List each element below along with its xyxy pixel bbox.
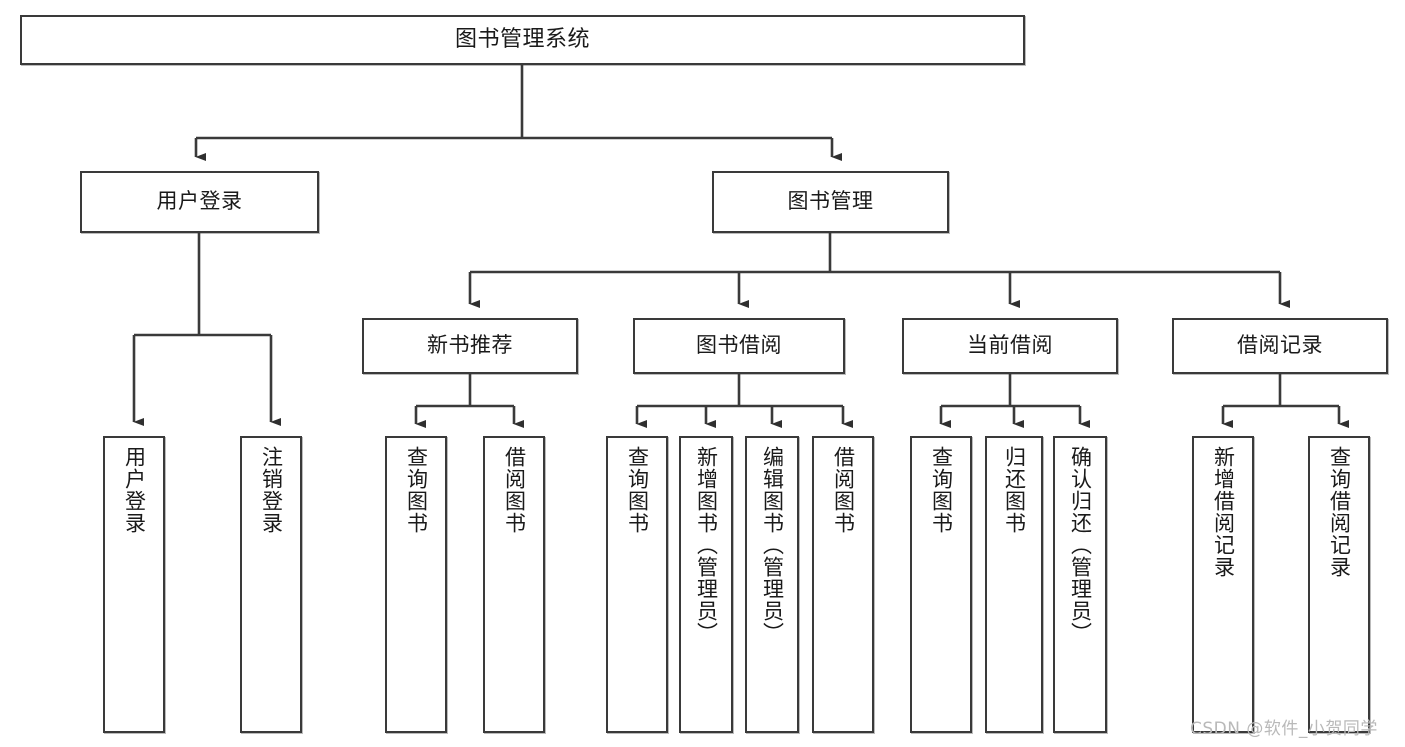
node-label: 确认归还（管理员） [1068,446,1093,644]
node-label: 用户登录 [122,446,147,534]
node-leaf-add-book-admin[interactable]: 新增图书（管理员） [679,436,733,733]
node-book-borrow[interactable]: 图书借阅 [633,318,845,374]
node-leaf-add-borrow-record[interactable]: 新增借阅记录 [1192,436,1254,733]
node-label: 借阅记录 [1237,333,1323,358]
node-label: 当前借阅 [967,333,1053,358]
csdn-watermark: CSDN @软件_小贺同学 [1190,719,1378,739]
node-label: 新增借阅记录 [1211,446,1236,578]
node-user-login[interactable]: 用户登录 [80,171,319,233]
node-borrow-record[interactable]: 借阅记录 [1172,318,1388,374]
node-leaf-edit-book-admin[interactable]: 编辑图书（管理员） [745,436,799,733]
node-label: 新书推荐 [427,333,513,358]
node-label: 用户登录 [156,189,243,214]
node-label: 编辑图书（管理员） [760,446,785,644]
node-leaf-query-book-2[interactable]: 查询图书 [606,436,668,733]
node-label: 查询图书 [404,446,429,534]
node-new-book-recommend[interactable]: 新书推荐 [362,318,578,374]
node-leaf-borrow-book-1[interactable]: 借阅图书 [483,436,545,733]
node-leaf-user-logout[interactable]: 注销登录 [240,436,302,733]
node-current-borrow[interactable]: 当前借阅 [902,318,1118,374]
node-label: 图书管理 [787,189,874,214]
node-leaf-return-book[interactable]: 归还图书 [985,436,1043,733]
node-leaf-user-login[interactable]: 用户登录 [103,436,165,733]
node-label: 图书借阅 [696,333,782,358]
node-leaf-query-borrow-record[interactable]: 查询借阅记录 [1308,436,1370,733]
node-label: 新增图书（管理员） [694,446,719,644]
node-label: 借阅图书 [502,446,527,534]
node-label: 图书管理系统 [454,26,590,52]
node-leaf-query-book-1[interactable]: 查询图书 [385,436,447,733]
node-label: 查询借阅记录 [1327,446,1352,578]
node-label: 归还图书 [1002,446,1027,534]
node-leaf-query-book-3[interactable]: 查询图书 [910,436,972,733]
node-label: 借阅图书 [831,446,856,534]
node-leaf-borrow-book-2[interactable]: 借阅图书 [812,436,874,733]
node-label: 注销登录 [259,446,284,534]
node-label: 查询图书 [625,446,650,534]
node-label: 查询图书 [929,446,954,534]
node-root-system[interactable]: 图书管理系统 [20,15,1025,65]
node-book-manage[interactable]: 图书管理 [712,171,949,233]
node-leaf-confirm-return-admin[interactable]: 确认归还（管理员） [1053,436,1107,733]
